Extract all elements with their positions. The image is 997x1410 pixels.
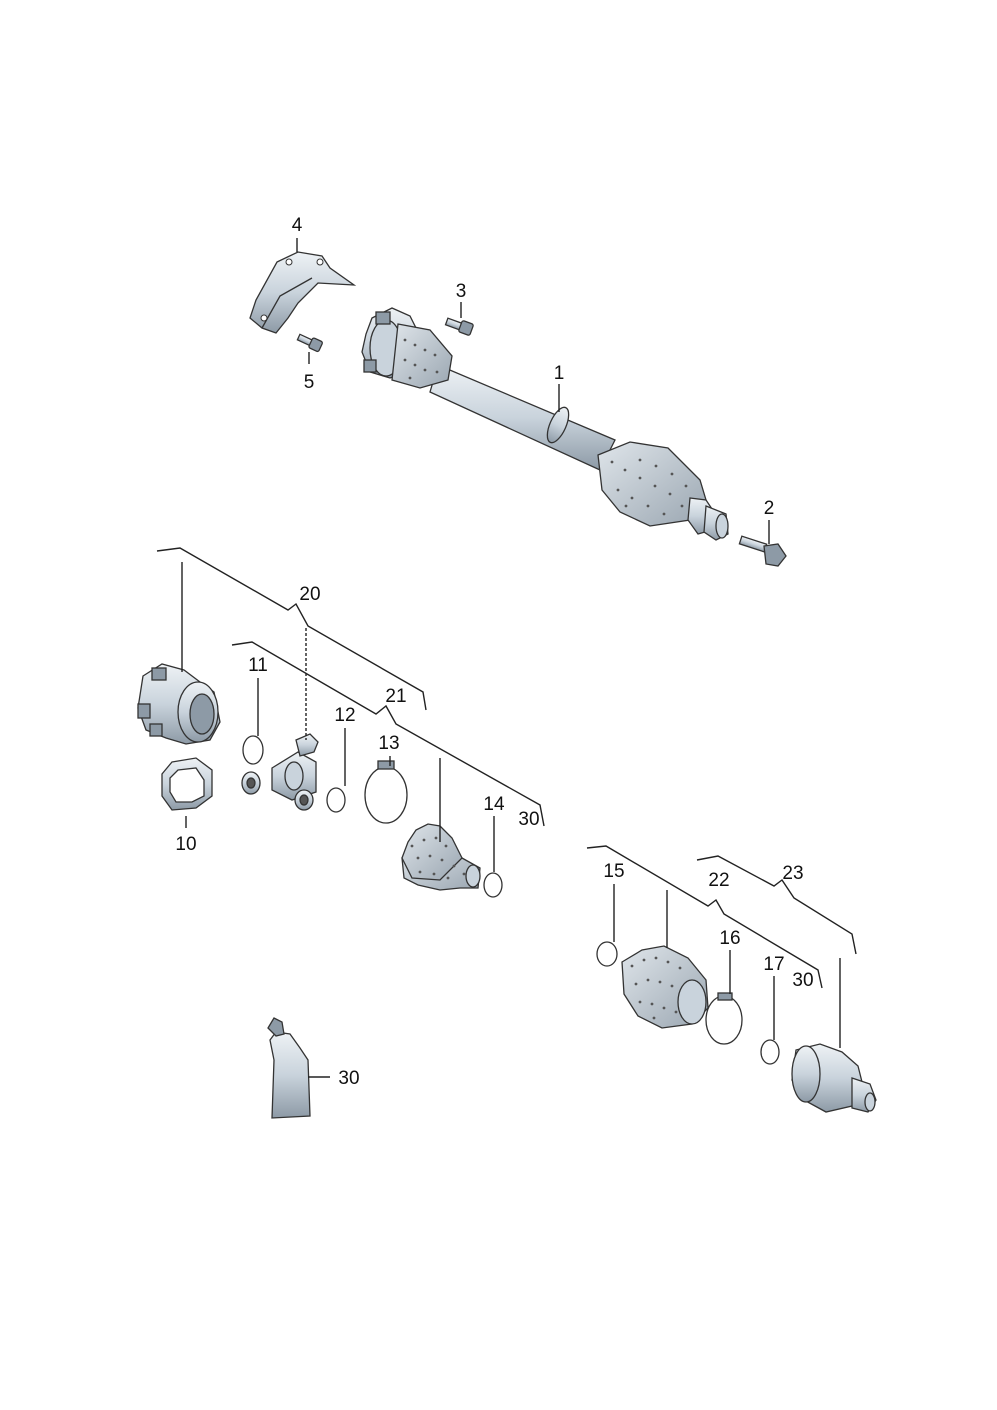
- label-15: 15: [603, 861, 624, 882]
- hose-clamp-13-icon: [364, 760, 408, 824]
- bolt-3-icon: [444, 317, 474, 336]
- hose-clamp-14-icon: [483, 872, 503, 898]
- label-30-b: 30: [792, 970, 813, 991]
- hose-clamp-16-icon: [705, 992, 743, 1045]
- label-11: 11: [248, 655, 268, 676]
- label-17: 17: [763, 954, 784, 975]
- cv-joint-outer-icon: [791, 1043, 877, 1113]
- circlip-12-icon: [326, 787, 346, 813]
- label-20: 20: [299, 584, 320, 605]
- part-labels: 4 3 5 1 2 20 11 21 12 13 14 30 10 15 22 …: [175, 215, 813, 1089]
- label-14: 14: [483, 794, 505, 815]
- tripod-spider-icon: [241, 733, 319, 811]
- label-12: 12: [334, 705, 355, 726]
- label-22: 22: [708, 870, 729, 891]
- cv-joint-housing-icon: [137, 663, 221, 745]
- label-10: 10: [175, 834, 196, 855]
- label-5: 5: [304, 372, 315, 393]
- label-1: 1: [554, 363, 565, 384]
- grease-tube-icon: [267, 1017, 311, 1119]
- gasket-icon: [161, 757, 213, 811]
- leader-lines: [156, 238, 857, 1078]
- label-2: 2: [764, 498, 775, 519]
- label-21: 21: [385, 686, 406, 707]
- bolt-2-icon: [738, 535, 787, 567]
- circlip-11-icon: [242, 735, 264, 765]
- label-13: 13: [378, 733, 399, 754]
- boot-outer-icon: [621, 945, 709, 1029]
- label-3: 3: [456, 281, 467, 302]
- heat-shield-icon: [249, 251, 357, 334]
- drive-shaft-icon: [361, 307, 729, 541]
- circlip-17-icon: [760, 1039, 780, 1065]
- label-30-a: 30: [518, 809, 539, 830]
- label-30-c: 30: [338, 1068, 359, 1089]
- label-4: 4: [292, 215, 303, 236]
- hose-clamp-15-icon: [596, 941, 618, 967]
- bolt-5-icon: [296, 333, 323, 353]
- label-16: 16: [719, 928, 740, 949]
- label-23: 23: [782, 863, 803, 884]
- boot-inner-icon: [401, 823, 481, 891]
